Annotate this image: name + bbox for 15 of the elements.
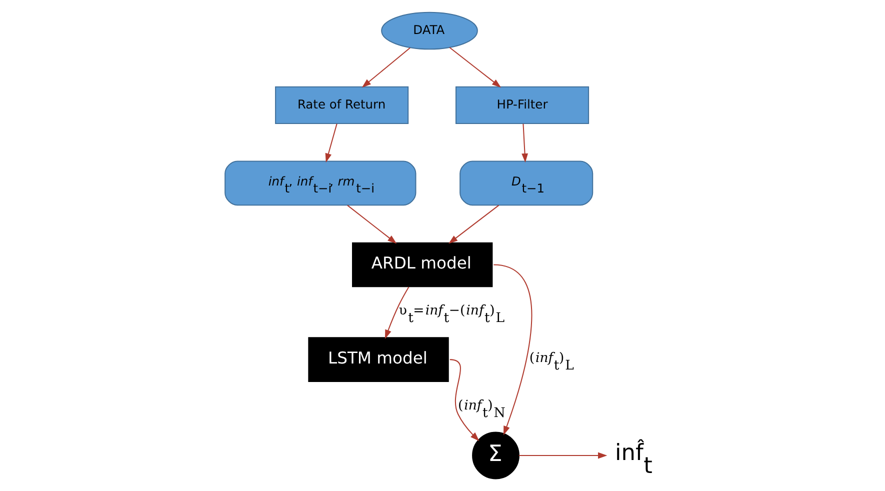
- node-box: ARDL model: [352, 242, 492, 288]
- arrow: [448, 47, 501, 88]
- arrow: [346, 204, 396, 244]
- arrow: [448, 204, 499, 244]
- node-box: HP-Filter: [455, 86, 589, 124]
- arrow: [384, 286, 409, 340]
- node-box: Rate of Return: [274, 86, 408, 124]
- arrow: [324, 124, 337, 163]
- arrow: [518, 452, 607, 459]
- node-ellipse: DATA: [380, 12, 478, 50]
- node-circle: Σ: [472, 432, 519, 480]
- node-box: LSTM model: [308, 337, 448, 382]
- arrow: [521, 124, 528, 163]
- arrow: [361, 47, 410, 88]
- arrow: [493, 264, 532, 436]
